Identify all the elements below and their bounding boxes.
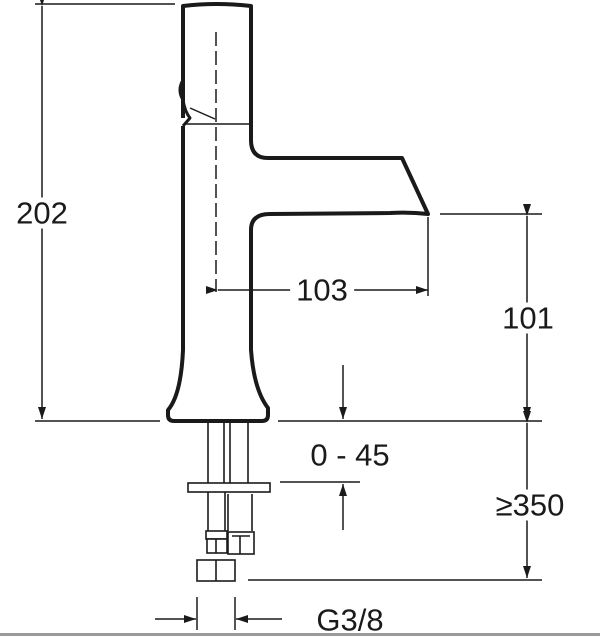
bottom-border [0, 633, 600, 636]
mounting-plate [187, 482, 271, 493]
faucet-body [166, 2, 430, 423]
supply-pipes [187, 423, 271, 582]
dim-hose-length: ≥350 [495, 487, 565, 523]
dimension-lines [35, 0, 542, 630]
dim-spout-reach: 103 [290, 274, 354, 306]
dim-overall-height: 202 [16, 195, 68, 231]
dim-spout-height: 101 [502, 300, 554, 336]
dim-connection: G3/8 [316, 602, 384, 638]
dim-deck-thickness: 0 - 45 [310, 437, 390, 473]
